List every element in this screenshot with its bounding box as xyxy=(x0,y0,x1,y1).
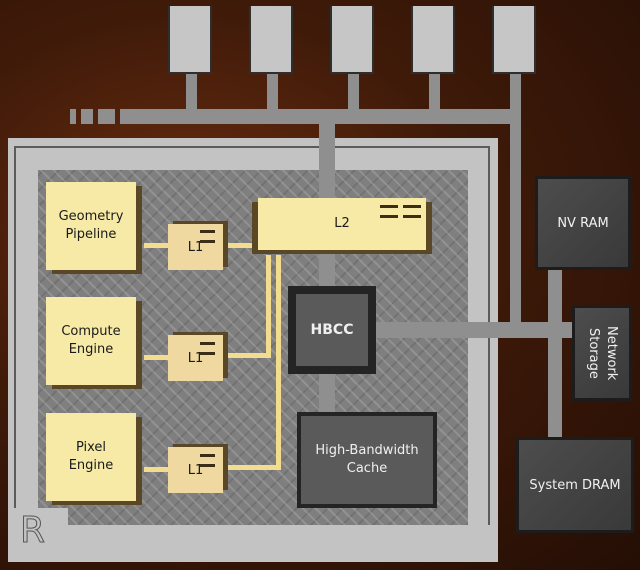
top-bus xyxy=(120,109,521,124)
l1-mark xyxy=(200,464,215,467)
die-corner xyxy=(14,508,68,554)
l1-mark xyxy=(200,240,215,243)
hbcc-block: HBCC xyxy=(288,286,376,374)
l2-mark xyxy=(380,205,398,208)
wire-l1a-l2 xyxy=(228,243,258,248)
wire-vert-1 xyxy=(266,255,271,358)
system-dram-block: System DRAM xyxy=(516,437,634,533)
io-pad-3 xyxy=(330,6,374,74)
l1-label: L1 xyxy=(187,350,204,366)
wire-pixel-l1 xyxy=(144,467,168,472)
nvram-link xyxy=(548,270,562,440)
die-bottom-rim xyxy=(66,525,490,554)
l1-cache-compute: L1 xyxy=(168,335,223,381)
wire-compute-l1 xyxy=(144,355,168,360)
l2-mark xyxy=(380,215,398,218)
nv-ram-block: NV RAM xyxy=(535,176,631,270)
high-bandwidth-cache-block: High-Bandwidth Cache xyxy=(297,412,437,508)
bus-dash-3 xyxy=(98,109,115,124)
l2-cache-block: L2 xyxy=(258,198,426,250)
hbcc-network-bus xyxy=(376,322,576,338)
l1-label: L1 xyxy=(187,239,204,255)
l2-mark xyxy=(403,215,421,218)
pad-stem-4 xyxy=(429,74,440,110)
pad-stem-5 xyxy=(510,74,521,324)
wire-vert-2 xyxy=(276,255,281,470)
io-pad-4 xyxy=(411,6,455,74)
wire-geo-l1 xyxy=(144,243,168,248)
r-logo: R xyxy=(19,510,46,552)
io-pad-1 xyxy=(168,6,212,74)
l2-mark xyxy=(403,205,421,208)
geometry-pipeline-block: Geometry Pipeline xyxy=(46,182,136,270)
pad-stem-1 xyxy=(186,74,197,110)
bus-dash-1 xyxy=(70,109,76,124)
system-dram-label: System DRAM xyxy=(529,477,621,493)
io-pad-2 xyxy=(249,6,293,74)
pad-stem-2 xyxy=(267,74,278,110)
pixel-engine-block: Pixel Engine xyxy=(46,413,136,501)
wire-l1c-vert xyxy=(228,465,280,470)
l1-mark xyxy=(200,342,215,345)
nv-ram-label: NV RAM xyxy=(557,215,609,231)
l1-label: L1 xyxy=(187,462,204,478)
compute-engine-block: Compute Engine xyxy=(46,297,136,385)
hbcc-label: HBCC xyxy=(310,322,354,338)
l2-label: L2 xyxy=(334,216,350,231)
l1-mark xyxy=(200,352,215,355)
wire-l1b-vert xyxy=(228,353,270,358)
bus-dash-2 xyxy=(81,109,93,124)
l1-mark xyxy=(200,454,215,457)
network-storage-label: Network Storage xyxy=(586,325,619,381)
io-pad-5 xyxy=(492,6,536,74)
l1-mark xyxy=(200,230,215,233)
network-storage-block: Network Storage xyxy=(572,305,632,401)
pad-stem-3 xyxy=(348,74,359,110)
